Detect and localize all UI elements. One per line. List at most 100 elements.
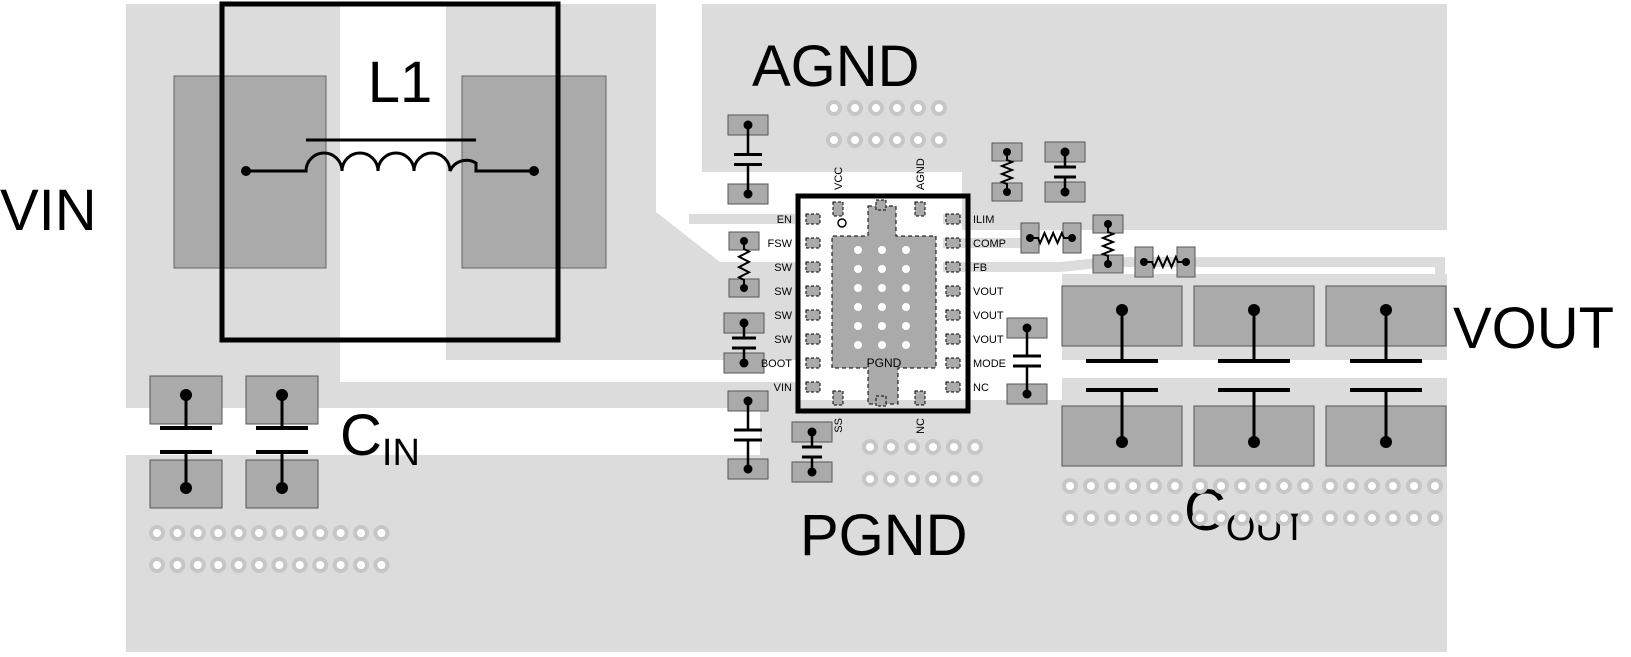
resistor-symbol (1100, 224, 1116, 264)
ic-pin-bottom (875, 395, 887, 407)
l1-outline (219, 1, 561, 343)
via (312, 525, 329, 541)
via (1364, 478, 1380, 494)
via (1322, 510, 1338, 526)
thermal-via (902, 265, 910, 273)
via (230, 525, 247, 541)
via (868, 132, 884, 148)
via (910, 100, 926, 116)
ic-pin-label-left: EN (777, 214, 792, 226)
thermal-via (878, 284, 886, 292)
ic-package: PGND (795, 193, 971, 414)
via (169, 557, 186, 573)
ic-pin-label-right: VOUT (973, 286, 1004, 298)
via (1083, 478, 1099, 494)
component-node (740, 237, 748, 245)
via (946, 471, 962, 487)
thermal-via (854, 246, 862, 254)
ic-pin-label-left: VIN (774, 382, 792, 394)
via (373, 557, 390, 573)
via (889, 132, 905, 148)
resistor-symbol (736, 241, 752, 288)
via (904, 471, 920, 487)
via (1406, 478, 1422, 494)
component-node (807, 467, 817, 477)
thermal-via (854, 303, 862, 311)
via (1255, 510, 1271, 526)
ic-pin-right (945, 309, 961, 321)
via (1125, 478, 1141, 494)
via (1343, 478, 1359, 494)
via (1234, 510, 1250, 526)
ic-pin-top (832, 201, 844, 217)
small-components (723, 114, 1196, 483)
via (847, 132, 863, 148)
thermal-via (902, 303, 910, 311)
via (883, 439, 899, 455)
via (931, 132, 947, 148)
via (862, 439, 878, 455)
ic-pin-label-top: AGND (915, 158, 927, 190)
ic-pin-left (805, 237, 821, 249)
via (1062, 510, 1078, 526)
cout-capacitor (1325, 285, 1447, 467)
ic-pin-label-right: VOUT (973, 334, 1004, 346)
via (889, 100, 905, 116)
via (291, 525, 308, 541)
net-label-vin: VIN (0, 178, 97, 243)
cin-capacitor (149, 375, 223, 509)
thermal-via (854, 265, 862, 273)
thermal-via (878, 265, 886, 273)
via (847, 100, 863, 116)
via (271, 525, 288, 541)
via (1104, 510, 1120, 526)
via (910, 132, 926, 148)
resistor-symbol (1030, 230, 1072, 246)
via (967, 471, 983, 487)
via (1062, 478, 1078, 494)
via (1255, 478, 1271, 494)
copper-agnd (702, 4, 1447, 230)
component-node (743, 120, 753, 130)
l1-label: L1 (368, 50, 433, 115)
via (904, 439, 920, 455)
component-node (807, 427, 817, 437)
via (931, 100, 947, 116)
ic-center-label: PGND (867, 356, 902, 370)
ic-pin-right (945, 261, 961, 273)
via (1427, 510, 1443, 526)
ic-pin-label-bottom: SS (833, 418, 845, 433)
via (1167, 478, 1183, 494)
cin-label: CIN (340, 403, 420, 474)
resistor-symbol (1144, 254, 1186, 270)
component-node (743, 189, 753, 199)
ic-pin-right (945, 333, 961, 345)
ic-pin-labels: ENFSWSWSWSWSWBOOTVINILIMCOMPFBVOUTVOUTVO… (761, 158, 1006, 434)
thermal-via (902, 341, 910, 349)
thermal-via (878, 303, 886, 311)
thermal-via (878, 246, 886, 254)
via (1192, 510, 1208, 526)
component-node (1104, 260, 1112, 268)
ic-pin-label-right: NC (973, 382, 989, 394)
net-label-vout: VOUT (1453, 296, 1614, 361)
ic-pin-left (805, 213, 821, 225)
component-node (739, 358, 749, 368)
via (946, 439, 962, 455)
component-node (740, 284, 748, 292)
component-node (1104, 220, 1112, 228)
via (210, 557, 227, 573)
copper-gap-sw (340, 4, 800, 382)
net-label-agnd: AGND (752, 34, 920, 99)
via (251, 557, 267, 573)
component-node (743, 396, 753, 406)
ic-pin-label-top: VCC (833, 167, 845, 190)
via (868, 100, 884, 116)
via (169, 525, 186, 541)
via (1385, 510, 1401, 526)
ic-pin-right (945, 381, 961, 393)
ic-pin-left (805, 333, 821, 345)
ic-pin-label-left: SW (774, 262, 792, 274)
ic-pin-label-left: SW (774, 310, 792, 322)
